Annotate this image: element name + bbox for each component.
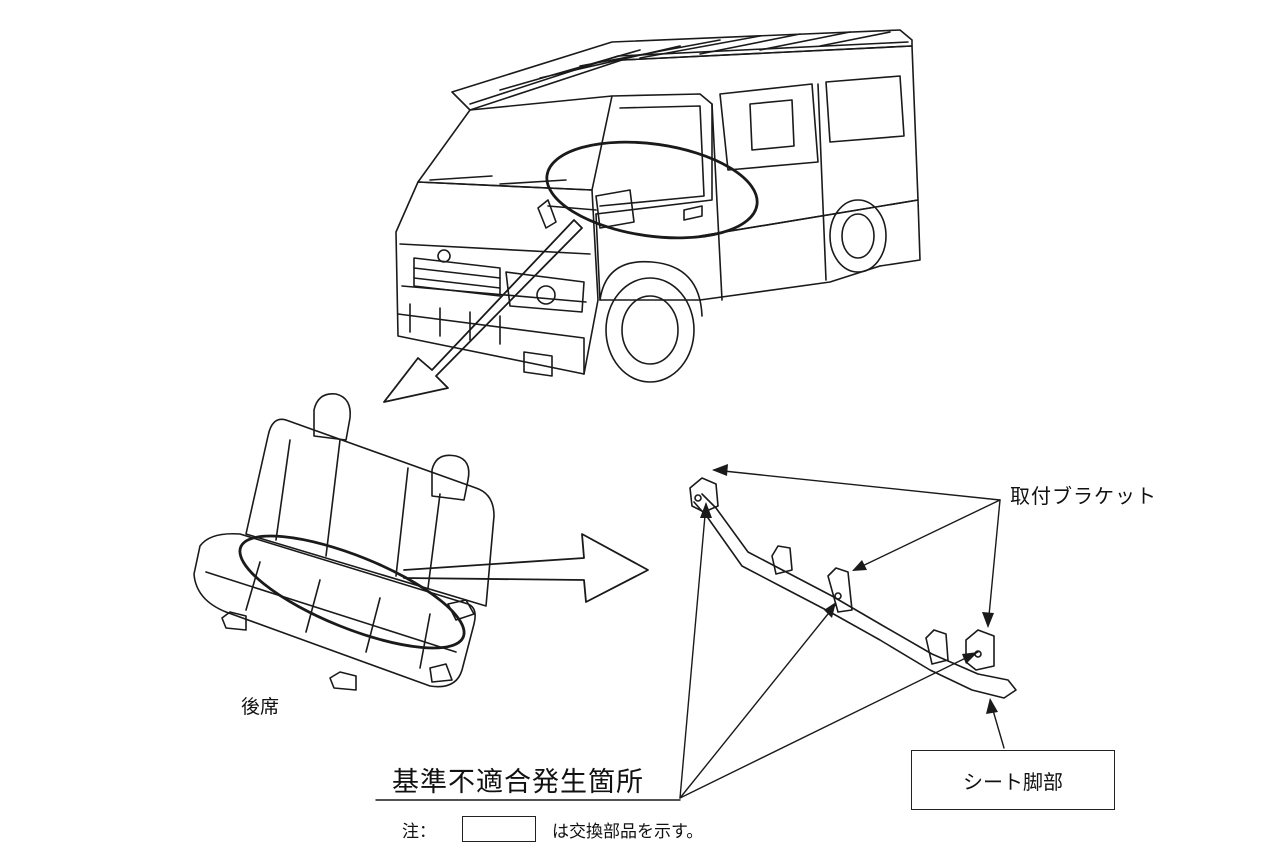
mounting-bracket-label: 取付ブラケット [1010,484,1157,508]
seat-leg-label-box: シート脚部 [911,750,1115,810]
note-prefix: 注： [402,821,436,842]
seat-leg-frame [689,477,1017,699]
note-row: 注： は交換部品を示す。 [402,814,703,844]
van-illustration [395,29,921,383]
legend-box [462,816,536,842]
arrow-seat-to-bracket [403,533,649,603]
nonconformity-location-label: 基準不適合発生箇所 [392,767,644,798]
seat-leg-label: シート脚部 [963,769,1063,794]
seat-highlight-ellipse [238,534,466,650]
arrow-van-to-seat [383,219,583,403]
rear-seat-label: 後席 [241,696,280,718]
van-highlight-ellipse [545,140,759,240]
rear-seat-illustration [193,393,495,691]
note-text: は交換部品を示す。 [552,821,704,842]
leader-lines [375,469,1005,801]
